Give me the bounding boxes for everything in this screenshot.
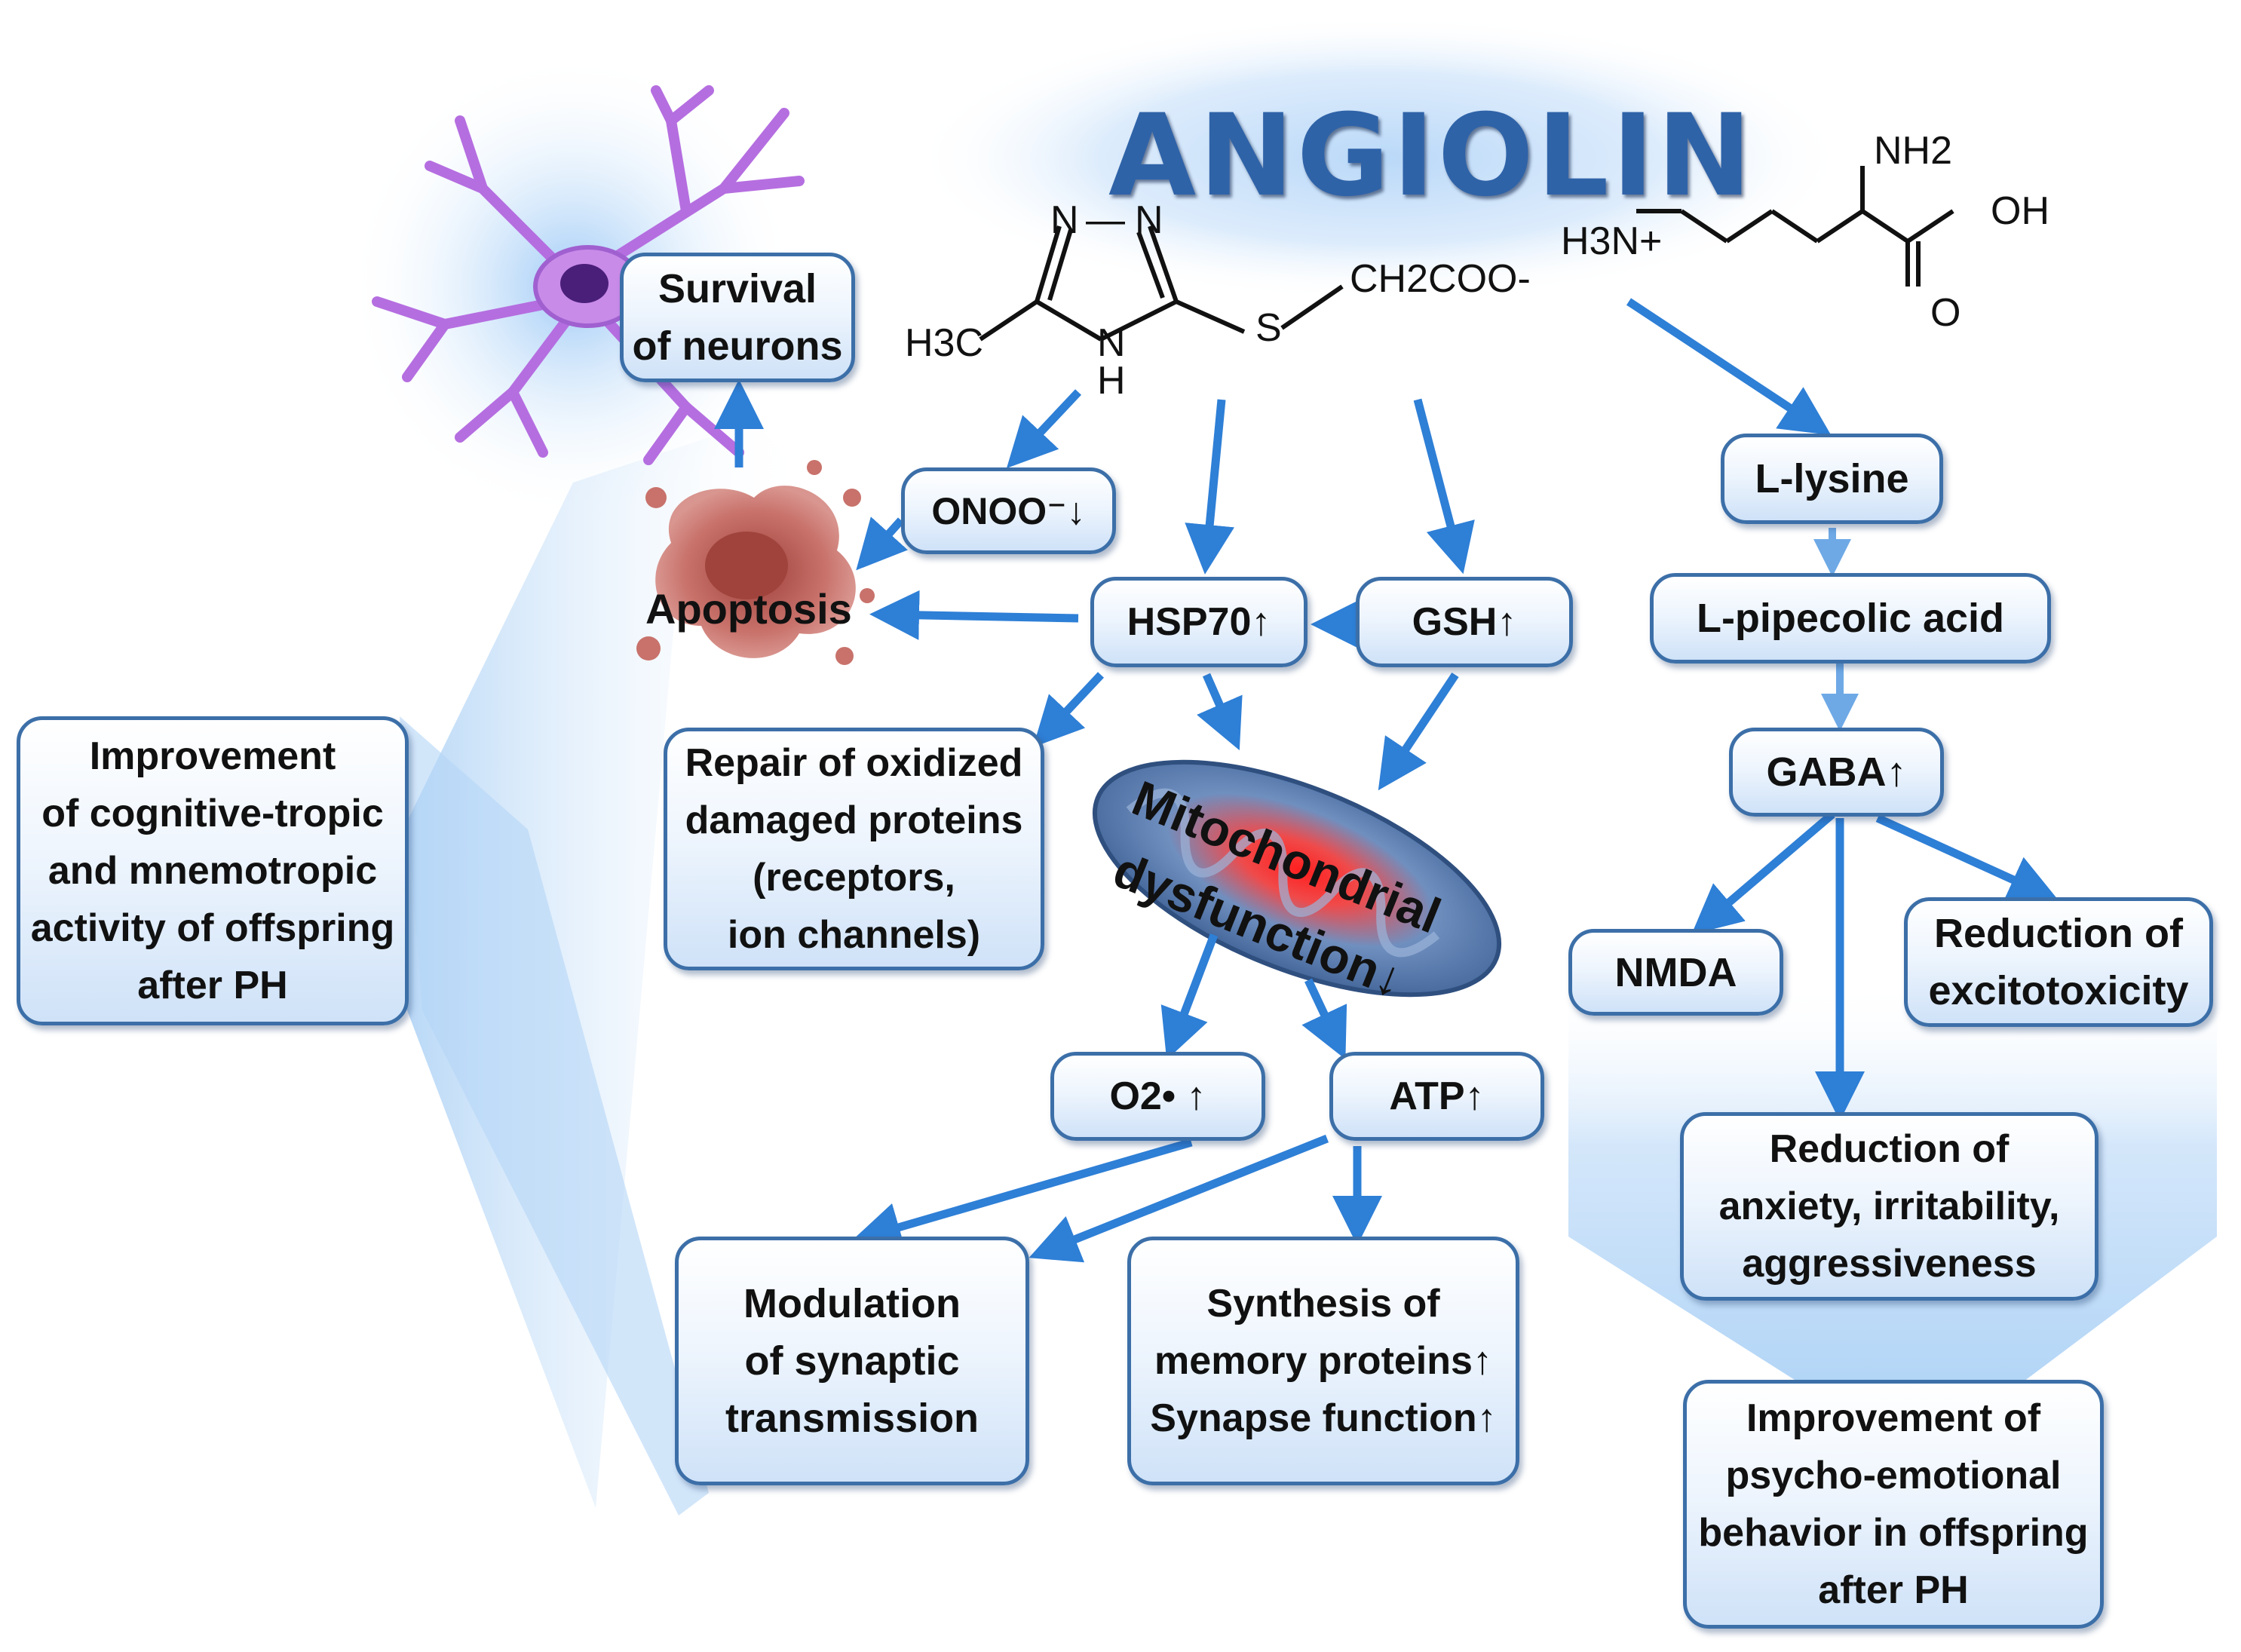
atom-nh2: NH2 [1874, 129, 1953, 173]
node-modulation-line1: Modulation [743, 1281, 961, 1326]
node-lysine-label: L-lysine [1755, 456, 1909, 501]
node-onoo-label: ONOO⁻↓ [931, 489, 1086, 532]
node-anxiety-reduction: Reduction of anxiety, irritability, aggr… [1680, 1112, 2098, 1301]
node-psycho-emotional: Improvement of psycho-emotional behavior… [1683, 1380, 2104, 1629]
node-psycho-line1: Improvement of [1746, 1396, 2041, 1440]
node-hsp70: HSP70↑ [1090, 577, 1308, 667]
atom-h3c: H3C [905, 321, 984, 365]
atom-oh: OH [1991, 189, 2049, 233]
node-anxiety-line2: anxiety, irritability, [1718, 1185, 2060, 1228]
node-onoo: ONOO⁻↓ [901, 467, 1116, 554]
arrow-gaba-excitotox [1875, 814, 2059, 903]
node-pipecolic-label: L-pipecolic acid [1696, 596, 2005, 641]
arrow-mito-atp [1301, 978, 1347, 1059]
atom-n1: N [1050, 198, 1079, 242]
node-modulation-line3: transmission [725, 1396, 979, 1441]
node-repair-line2: damaged proteins [685, 798, 1023, 842]
node-psycho-line4: after PH [1818, 1568, 1969, 1612]
left-funnel-shade [400, 716, 709, 1516]
node-excitotox-line1: Reduction of [1934, 911, 2183, 956]
node-psycho-line3: behavior in offspring [1698, 1511, 2089, 1555]
node-gaba-label: GABA↑ [1766, 749, 1907, 795]
node-cognitive-line5: after PH [137, 964, 288, 1007]
node-anxiety-line3: aggressiveness [1742, 1242, 2037, 1286]
node-survival-line2: of neurons [632, 323, 843, 369]
node-gaba: GABA↑ [1729, 728, 1944, 817]
node-atp-label: ATP↑ [1389, 1074, 1485, 1118]
node-atp: ATP↑ [1329, 1052, 1544, 1141]
node-gsh-label: GSH↑ [1412, 600, 1517, 644]
title-halo [912, 15, 1847, 302]
node-repair-line1: Repair of oxidized [685, 741, 1023, 785]
arrow-molecule-lysine [1626, 298, 1832, 436]
arrow-onoo-apoptosis [856, 516, 908, 571]
node-hsp70-label: HSP70↑ [1127, 600, 1271, 644]
atom-nh: N [1097, 321, 1126, 365]
node-nmda-label: NMDA [1614, 949, 1737, 995]
arrow-hsp70-apoptosis [869, 590, 1079, 640]
arrow-hsp70-mito [1197, 673, 1243, 751]
mitochondrion-illustration [1092, 759, 1502, 998]
node-survival-of-neurons: Survival of neurons [620, 253, 855, 382]
diagram-title: ANGIOLIN [1108, 90, 1755, 222]
atom-ch2coo: CH2COO- [1350, 257, 1531, 301]
node-superoxide: O2• ↑ [1050, 1052, 1265, 1141]
neuron-nucleus [560, 264, 609, 303]
node-repair-line3: (receptors, [753, 856, 955, 900]
arrow-molecule-gsh [1413, 398, 1475, 575]
node-cognitive-line3: and mnemotropic [48, 849, 378, 893]
node-synthesis-line1: Synthesis of [1206, 1282, 1440, 1326]
node-excitotox-line2: excitotoxicity [1928, 968, 2189, 1013]
node-survival-line1: Survival [658, 266, 817, 311]
arrow-molecule-onoo [1006, 389, 1082, 469]
node-repair-line4: ion channels) [727, 913, 981, 957]
atom-n2: N [1135, 198, 1163, 242]
arrow-gsh-mito [1378, 672, 1459, 791]
atom-h: H [1097, 359, 1126, 403]
node-modulation-synaptic: Modulation of synaptic transmission [675, 1237, 1029, 1485]
arrow-molecule-hsp70 [1185, 399, 1235, 575]
node-repair-proteins: Repair of oxidized damaged proteins (rec… [664, 728, 1044, 970]
arrow-o2-modulation [851, 1138, 1193, 1252]
node-synthesis-line3: Synapse function↑ [1150, 1396, 1497, 1440]
chemical-structure [979, 166, 1954, 342]
node-modulation-line2: of synaptic [744, 1338, 960, 1384]
atom-h3n: H3N+ [1561, 219, 1663, 263]
arrow-hsp70-repair [1032, 672, 1105, 748]
node-gsh: GSH↑ [1356, 577, 1573, 667]
node-cognitive-line1: Improvement [89, 734, 336, 778]
node-excitotoxicity: Reduction of excitotoxicity [1904, 897, 2213, 1027]
atom-bond-nn: — [1086, 198, 1125, 242]
node-psycho-line2: psycho-emotional [1725, 1454, 2062, 1497]
node-anxiety-line1: Reduction of [1769, 1127, 2010, 1171]
arrow-mito-o2 [1160, 933, 1219, 1060]
node-nmda: NMDA [1568, 929, 1783, 1016]
apoptosis-blob [636, 460, 875, 665]
apoptosis-label: Apoptosis [645, 585, 852, 633]
node-synthesis-line2: memory proteins↑ [1154, 1339, 1492, 1383]
node-l-lysine: L-lysine [1721, 434, 1943, 524]
node-synthesis-memory: Synthesis of memory proteins↑ Synapse fu… [1127, 1237, 1519, 1485]
arrow-atp-modulation [1029, 1134, 1329, 1263]
atom-o: O [1930, 291, 1961, 335]
node-superoxide-label: O2• ↑ [1109, 1074, 1206, 1118]
node-cognitive-line2: of cognitive-tropic [41, 792, 384, 835]
node-l-pipecolic-acid: L-pipecolic acid [1650, 573, 2051, 664]
left-funnel [392, 422, 814, 1508]
arrow-gaba-nmda [1691, 811, 1835, 935]
node-cognitive-improvement: Improvement of cognitive-tropic and mnem… [17, 716, 409, 1025]
atom-s: S [1255, 306, 1282, 350]
node-cognitive-line4: activity of offspring [30, 906, 395, 950]
